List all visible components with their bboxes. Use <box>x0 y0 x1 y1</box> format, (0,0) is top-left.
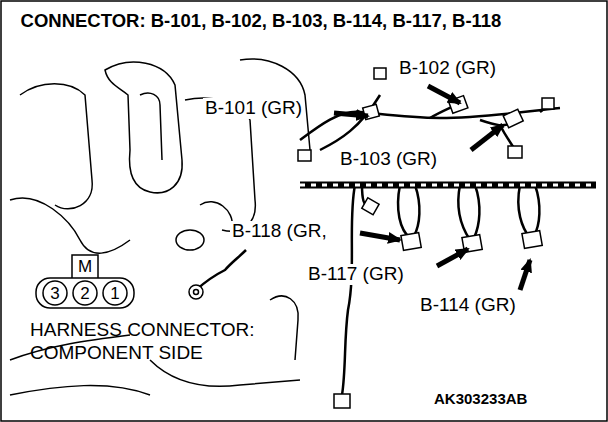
illustration-line <box>150 360 300 386</box>
connector-label: B-118 (GR, <box>230 221 329 242</box>
illustration-line <box>503 109 523 128</box>
illustration-line <box>140 93 162 160</box>
connector-label: B-101 (GR) <box>203 98 304 119</box>
illustration-line <box>105 62 182 193</box>
lock-tab <box>72 255 98 279</box>
connector-label: B-114 (GR) <box>418 295 518 316</box>
pointer-arrows <box>334 86 530 290</box>
title: CONNECTOR: B-101, B-102, B-103, B-114, B… <box>14 6 508 36</box>
pin-number: 2 <box>75 285 95 302</box>
illustration-line <box>320 95 380 150</box>
illustration-line <box>522 231 542 249</box>
illustration-line <box>428 86 460 103</box>
illustration-line <box>458 185 470 240</box>
figure-id: AK303233AB <box>432 391 529 408</box>
illustration-line <box>300 108 560 140</box>
wiring-harness <box>300 95 596 395</box>
connector-label: B-103 (GR) <box>338 149 439 170</box>
illustration-line <box>334 394 350 408</box>
illustration-line <box>200 202 232 228</box>
illustration-line <box>360 233 400 240</box>
illustration-line <box>196 250 246 290</box>
illustration-line <box>176 230 204 250</box>
illustration-line <box>534 185 539 236</box>
pin-circle <box>43 281 67 305</box>
illustration-line <box>10 198 130 253</box>
illustration-line <box>300 184 596 187</box>
illustration-line <box>471 125 503 150</box>
illustration-line <box>414 185 419 236</box>
illustration-line <box>362 198 379 215</box>
illustration-line <box>474 185 479 238</box>
illustration-line <box>298 150 311 161</box>
illustration-line <box>189 285 203 299</box>
illustration-line <box>270 296 298 360</box>
illustration-line <box>334 113 368 116</box>
illustration-line <box>437 249 468 266</box>
connector-face: M321 <box>34 254 136 310</box>
pin-number: 3 <box>45 285 65 302</box>
illustration-line <box>342 185 355 395</box>
pin-number: 1 <box>105 285 125 302</box>
illustration-line <box>194 290 199 295</box>
connector-symbols <box>298 68 554 408</box>
pin-circle <box>73 281 97 305</box>
illustration-line <box>518 185 530 238</box>
illustration-line <box>520 260 530 290</box>
illustration-line <box>300 182 596 189</box>
connector-mark: M <box>75 258 95 275</box>
illustration-line <box>398 185 410 238</box>
illustration-line <box>401 233 421 251</box>
illustration-line <box>20 84 92 209</box>
illustration-line <box>542 98 554 109</box>
connector-label: B-102 (GR) <box>397 58 498 79</box>
illustration-line <box>10 386 150 395</box>
connector-label: B-117 (GR) <box>306 264 406 285</box>
illustration-line <box>508 146 522 158</box>
pin-circle <box>103 281 127 305</box>
illustration-line <box>374 68 386 79</box>
connector-body <box>36 278 134 308</box>
view-note: HARNESS CONNECTOR: COMPONENT SIDE <box>28 318 294 364</box>
